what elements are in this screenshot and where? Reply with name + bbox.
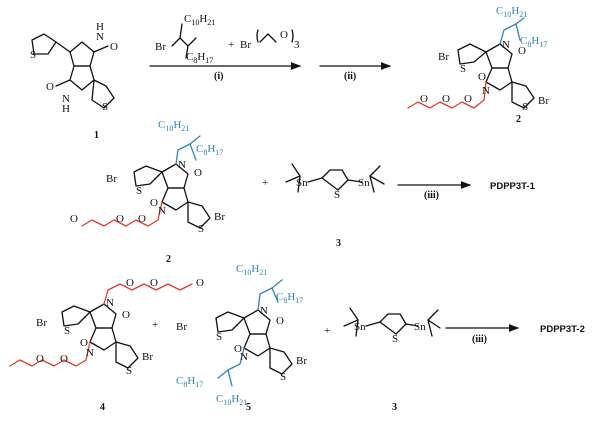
product-label: PDPP3T-2	[540, 324, 585, 335]
atom-sn: Sn	[414, 321, 426, 333]
atom-o: O	[442, 93, 450, 105]
condition-label: (iii)	[472, 334, 487, 345]
condition-label: (ii)	[344, 71, 356, 82]
atom-n: N	[178, 159, 186, 171]
atom-o: O	[126, 277, 134, 289]
compound-3-middle: Sn S Sn 3	[285, 163, 385, 249]
atom-s: S	[280, 371, 286, 383]
compound-label: 3	[336, 238, 341, 249]
atom-s: S	[522, 101, 528, 113]
atom-n: N	[106, 297, 114, 309]
chain-c8: C8H17	[176, 375, 203, 389]
atom-n: N	[86, 347, 94, 359]
compound-5: C10H21 C8H17 C8H17 C10H21 N O N O S Br S…	[176, 263, 307, 413]
atom-sn: Sn	[354, 321, 366, 333]
repeat-subscript: 3	[294, 39, 300, 51]
atom-h: H	[62, 103, 70, 115]
atom-o: O	[60, 353, 68, 365]
compound-label: 3	[392, 402, 397, 413]
atom-sn: Sn	[358, 177, 370, 189]
atom-n: N	[240, 351, 248, 363]
chain-c10: C10H21	[184, 13, 215, 27]
atom-s: S	[198, 223, 204, 235]
atom-o: O	[36, 353, 44, 365]
compound-4: N O N O S Br S Br O O O O O 4	[9, 277, 204, 413]
atom-s: S	[334, 189, 340, 201]
chain-c10: C10H21	[496, 5, 527, 19]
atom-s: S	[64, 325, 70, 337]
chain-c10: C10H21	[236, 263, 267, 277]
atom-o: O	[70, 213, 78, 225]
compound-2-top: C10H21 C8H17 N O N O S Br S Br O O O 2	[407, 5, 549, 125]
atom-o: O	[518, 45, 526, 57]
atom-o: O	[196, 277, 204, 289]
compound-label: 2	[166, 254, 171, 265]
atom-s: S	[216, 331, 222, 343]
chain-c10: C10H21	[158, 119, 189, 133]
atom-s: S	[102, 101, 108, 113]
atom-br: Br	[538, 95, 549, 107]
atom-o: O	[234, 343, 242, 355]
plus-sign: +	[324, 325, 330, 337]
atom-o: O	[116, 213, 124, 225]
atom-o: O	[150, 277, 158, 289]
atom-o: O	[194, 167, 202, 179]
atom-n: N	[502, 39, 510, 51]
atom-o: O	[276, 315, 284, 327]
atom-o: O	[464, 93, 472, 105]
atom-n: N	[62, 93, 70, 105]
chain-c8: C8H17	[196, 143, 223, 157]
atom-n: N	[260, 305, 268, 317]
atom-o: O	[138, 213, 146, 225]
atom-br: Br	[142, 351, 153, 363]
atom-sn: Sn	[296, 177, 308, 189]
atom-o: O	[478, 71, 486, 83]
atom-s: S	[136, 185, 142, 197]
chain-c8: C8H17	[186, 51, 213, 65]
compound-label: 1	[94, 130, 99, 141]
plus-sign: +	[228, 39, 234, 51]
reagents-step1: Br C10H21 C8H17 + Br O 3	[155, 13, 300, 65]
atom-br: Br	[438, 51, 449, 63]
atom-h: H	[96, 21, 104, 33]
atom-br: Br	[106, 173, 117, 185]
atom-br: Br	[240, 39, 251, 51]
compound-label: 2	[516, 114, 521, 125]
atom-s: S	[392, 333, 398, 345]
atom-s: S	[126, 365, 132, 377]
compound-label: 5	[246, 402, 251, 413]
chain-c8: C8H17	[520, 35, 547, 49]
atom-o: O	[280, 29, 288, 41]
atom-n: N	[96, 31, 104, 43]
compound-1: N H O N H O S S 1	[30, 21, 118, 141]
atom-br: Br	[296, 355, 307, 367]
compound-3-bottom: Sn S Sn 3	[343, 307, 441, 413]
plus-sign: +	[262, 177, 268, 189]
chain-c10: C10H21	[216, 393, 247, 407]
atom-br: Br	[155, 41, 166, 53]
atom-br: Br	[214, 211, 225, 223]
compound-2-middle: C10H21 C8H17 N O N O S Br S Br O O O 2	[70, 119, 225, 265]
compound-label: 4	[100, 402, 105, 413]
chain-c8: C8H17	[276, 291, 303, 305]
condition-label: (iii)	[424, 190, 439, 201]
atom-n: N	[482, 85, 490, 97]
atom-o: O	[420, 93, 428, 105]
atom-o: O	[150, 197, 158, 209]
atom-o: O	[122, 309, 130, 321]
atom-s: S	[30, 49, 36, 61]
atom-n: N	[158, 205, 166, 217]
atom-o: O	[80, 337, 88, 349]
atom-o: O	[46, 81, 54, 93]
atom-br: Br	[36, 317, 47, 329]
product-label: PDPP3T-1	[490, 181, 536, 192]
atom-s: S	[460, 63, 466, 75]
condition-label: (i)	[214, 71, 223, 82]
atom-o: O	[110, 41, 118, 53]
atom-br: Br	[176, 321, 187, 333]
plus-sign: +	[152, 319, 158, 331]
